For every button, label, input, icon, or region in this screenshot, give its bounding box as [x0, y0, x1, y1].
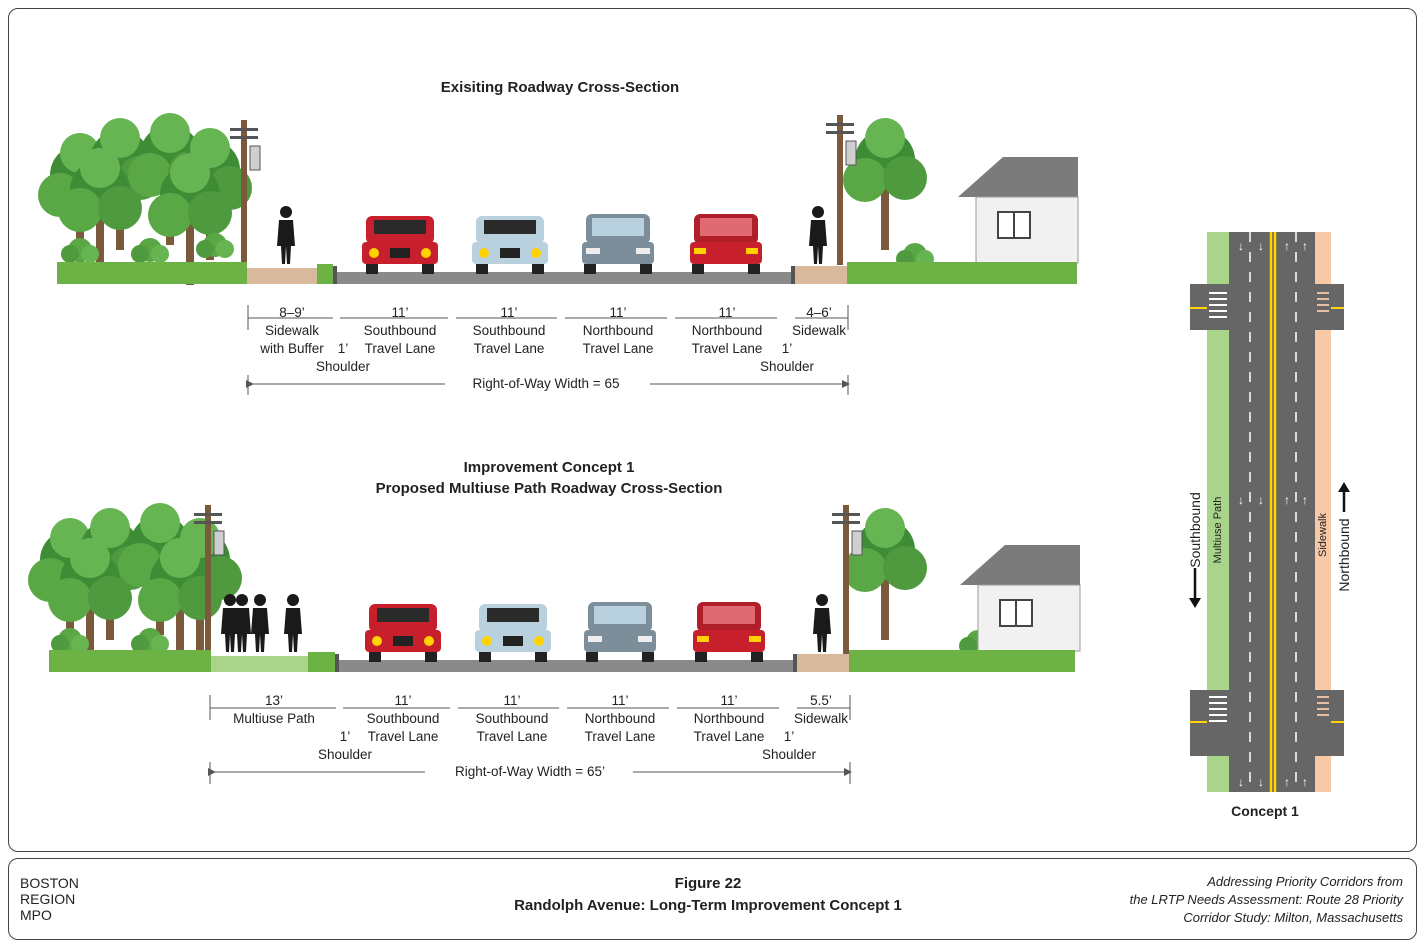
dimension: 11’	[611, 693, 629, 708]
dimension: 11’	[391, 305, 409, 320]
dimension: 13’	[264, 693, 284, 708]
lane-name: Sidewalk	[791, 323, 847, 338]
proposed-section-drawing	[28, 503, 1081, 672]
lane-name: Travel Lane	[473, 341, 545, 356]
lane-name: Shoulder	[315, 359, 371, 374]
lane-name: Travel Lane	[367, 729, 439, 744]
dimension: 11’	[609, 305, 627, 320]
existing-dimension-lines	[246, 305, 850, 395]
org-line-1: BOSTON	[20, 875, 79, 891]
org-name: BOSTON REGION MPO	[20, 875, 79, 923]
svg-text:↓: ↓	[1258, 239, 1264, 253]
plan-northbound-label: Northbound	[1336, 518, 1352, 592]
svg-text:↑: ↑	[1302, 775, 1308, 789]
proposed-title-line2: Proposed Multiuse Path Roadway Cross-Sec…	[375, 480, 723, 497]
dimension: 8–9’	[279, 305, 305, 320]
lane-name: Northbound	[582, 323, 654, 338]
lane-name: Travel Lane	[364, 341, 436, 356]
lane-name: Northbound	[691, 323, 763, 338]
lane-name: Travel Lane	[582, 341, 654, 356]
svg-text:↑: ↑	[1302, 239, 1308, 253]
study-title: Addressing Priority Corridors from the L…	[1130, 873, 1403, 927]
lane-name: Travel Lane	[691, 341, 763, 356]
plan-view: ↓ ↓ ↑ ↑ ↓ ↓ ↑ ↑ ↓ ↓ ↑ ↑	[1189, 232, 1350, 792]
dimension: 11’	[394, 693, 412, 708]
svg-text:↑: ↑	[1302, 493, 1308, 507]
lane-name: Shoulder	[759, 359, 815, 374]
figure-number: Figure 22	[674, 875, 742, 892]
proposed-title-line1: Improvement Concept 1	[463, 459, 635, 476]
lane-name: Travel Lane	[693, 729, 765, 744]
plan-sidewalk-label: Sidewalk	[1317, 512, 1329, 558]
dimension: 11’	[720, 693, 738, 708]
svg-text:↓: ↓	[1258, 775, 1264, 789]
svg-text:↓: ↓	[1238, 239, 1244, 253]
lane-name: with Buffer	[260, 341, 324, 356]
figure-title: Randolph Avenue: Long-Term Improvement C…	[514, 897, 902, 914]
svg-text:↑: ↑	[1284, 775, 1290, 789]
dimension: 4–6’	[806, 305, 832, 320]
plan-caption: Concept 1	[1231, 803, 1299, 819]
svg-text:↓: ↓	[1258, 493, 1264, 507]
proposed-row-width: Right-of-Way Width = 65’	[455, 764, 605, 779]
dimension: 1’	[337, 341, 349, 356]
lane-name: Shoulder	[317, 747, 373, 762]
lane-name: Multiuse Path	[233, 711, 315, 726]
lane-name: Travel Lane	[584, 729, 656, 744]
lane-name: Travel Lane	[476, 729, 548, 744]
dimension: 11’	[503, 693, 521, 708]
lane-name: Southbound	[363, 323, 437, 338]
existing-title: Exisiting Roadway Cross-Section	[440, 79, 680, 96]
org-line-3: MPO	[20, 907, 52, 923]
existing-row-width: Right-of-Way Width = 65	[472, 376, 620, 391]
lane-name: Sidewalk	[793, 711, 849, 726]
lane-name: Sidewalk	[264, 323, 320, 338]
dimension: 1’	[339, 729, 351, 744]
svg-text:↑: ↑	[1284, 493, 1290, 507]
lane-name: Northbound	[584, 711, 656, 726]
dimension: 1’	[781, 341, 793, 356]
study-line-1: Addressing Priority Corridors from	[1207, 874, 1403, 889]
proposed-dimension-lines	[208, 695, 852, 784]
study-line-2: the LRTP Needs Assessment: Route 28 Prio…	[1129, 892, 1403, 907]
lane-name: Shoulder	[761, 747, 817, 762]
lane-name: Southbound	[366, 711, 440, 726]
lane-name: Southbound	[475, 711, 549, 726]
dimension: 11’	[500, 305, 518, 320]
org-line-2: REGION	[20, 891, 76, 907]
dimension: 11’	[718, 305, 736, 320]
dimension: 1’	[783, 729, 795, 744]
existing-section-drawing	[38, 113, 1079, 285]
footer-panel	[8, 858, 1417, 940]
svg-text:↑: ↑	[1284, 239, 1290, 253]
study-line-3: Corridor Study: Milton, Massachusetts	[1183, 910, 1403, 925]
plan-path-label: Multiuse Path	[1212, 496, 1224, 564]
svg-text:↓: ↓	[1238, 775, 1244, 789]
plan-southbound-label: Southbound	[1187, 492, 1203, 568]
lane-name: Southbound	[472, 323, 546, 338]
svg-text:↓: ↓	[1238, 493, 1244, 507]
dimension: 5.5’	[810, 693, 832, 708]
lane-name: Northbound	[693, 711, 765, 726]
